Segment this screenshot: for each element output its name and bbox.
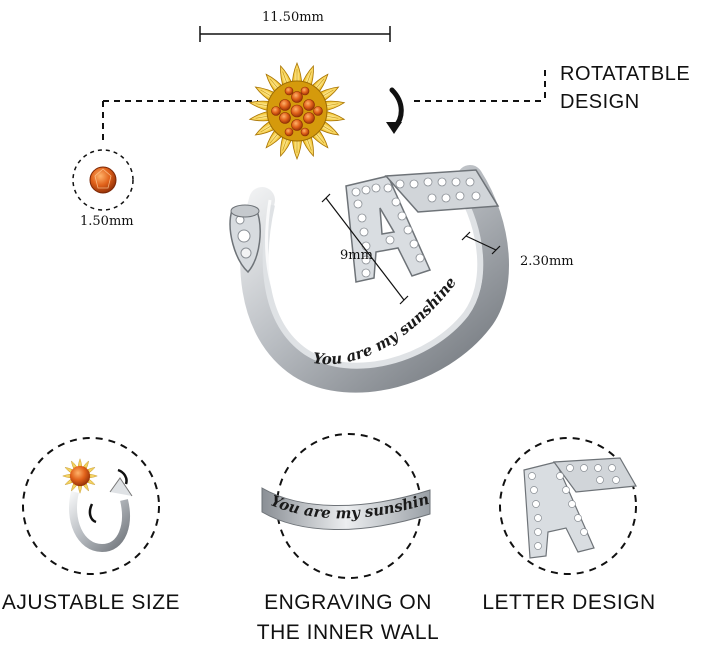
band-width-dimension [461,231,501,255]
feature-letter-image [499,437,637,575]
flower-width-dimension [199,26,391,42]
caption-letter-design: LETTER DESIGN [482,591,656,614]
feature-adjustable-image [22,437,160,575]
caption-engraving: ENGRAVING ON THE INNER WALL [256,591,440,644]
band-width-label: 2.30mm [520,254,574,269]
stone-detail [72,149,134,211]
flower-width-label: 11.50mm [262,10,324,25]
sunflower-icon [248,62,346,160]
rotatable-design-label: ROTATATBLE DESIGN [560,63,691,113]
letter-a-icon [345,169,500,283]
stone-size-label: 1.50mm [80,214,134,229]
caption-adjustable-size: AJUSTABLE SIZE [1,591,181,614]
rotatable-callout-line [414,70,546,102]
orange-gem-icon [89,166,117,194]
feature-engraving-image: You are my sunshine [0,0,431,579]
letter-height-label: 9mm [340,248,373,263]
stone-callout-line [102,100,258,140]
crystal-leaf [229,204,261,274]
ring-band [240,165,509,393]
rotate-arrow-icon [386,87,404,134]
letter-height-dimension [321,193,409,305]
